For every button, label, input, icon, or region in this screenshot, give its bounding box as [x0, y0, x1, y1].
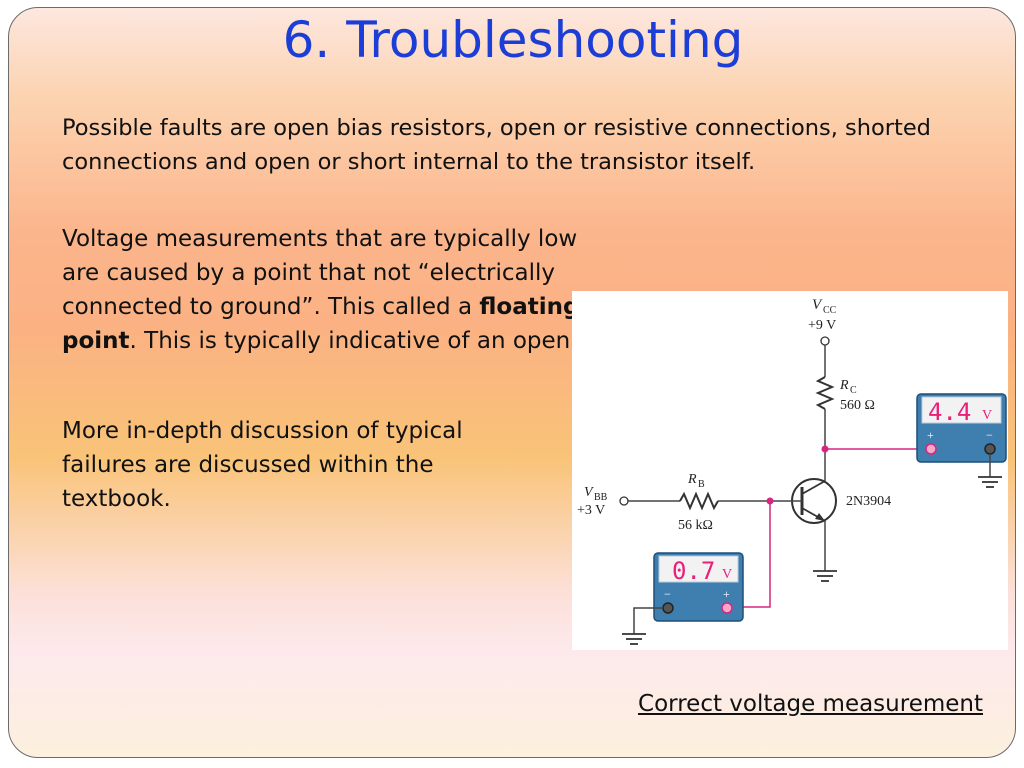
meter-collector-unit: V [982, 408, 992, 423]
meter-base-display [658, 555, 739, 583]
paragraph-floating-point: Voltage measurements that are typically … [62, 222, 582, 358]
circuit-figure: V CC +9 V R C 560 Ω 2N3904 [572, 291, 1008, 650]
rb-subscript: B [698, 479, 705, 490]
paragraph-textbook: More in-depth discussion of typical fail… [62, 418, 463, 512]
vbb-value: +3 V [577, 503, 605, 518]
meter-collector-ground-icon [978, 476, 1002, 488]
emitter-ground-icon [813, 570, 837, 582]
figure-caption[interactable]: Correct voltage measurement [638, 691, 983, 717]
circuit-diagram: V CC +9 V R C 560 Ω 2N3904 [577, 297, 1007, 645]
meter-collector-reading: 4.4 [928, 398, 971, 426]
vbb-terminal [619, 496, 629, 506]
meter-base: 0.7 V − + [653, 552, 744, 622]
meter-base-minus-jack [662, 602, 674, 614]
meter-collector-plus-jack [925, 443, 937, 455]
vbb-label: V [584, 485, 594, 500]
paragraph-faults: Possible faults are open bias resistors,… [62, 115, 931, 175]
meter-collector-minus-jack [984, 443, 996, 455]
rc-label: R [839, 378, 849, 393]
rb-label: R [687, 472, 697, 487]
paragraph-floating-text-1: Voltage measurements that are typically … [62, 226, 578, 320]
meter-base-plus: + [723, 587, 730, 601]
rc-resistor [815, 376, 835, 410]
vbb-subscript: BB [594, 492, 608, 503]
meter-base-unit: V [722, 567, 732, 582]
rb-value: 56 kΩ [678, 518, 713, 533]
slide-title: 6. Troubleshooting [282, 11, 744, 69]
transistor-label: 2N3904 [846, 494, 891, 509]
vcc-subscript: CC [823, 305, 837, 316]
paragraph-floating-text-2: . This is typically indicative of an ope… [129, 328, 578, 354]
rc-value: 560 Ω [840, 398, 875, 413]
floating-point-term: floating point [62, 294, 580, 354]
meter-collector-plus: + [927, 428, 934, 442]
vcc-terminal [820, 336, 830, 346]
emitter-arrow [815, 513, 825, 521]
meter-collector: 4.4 V + − [916, 393, 1007, 463]
meter-base-plus-jack [721, 602, 733, 614]
meter-collector-display [921, 396, 1002, 424]
rc-subscript: C [850, 385, 857, 396]
meter-base-ground-wire [633, 607, 663, 634]
rb-resistor [679, 491, 719, 511]
vcc-value: +9 V [808, 318, 836, 333]
transistor-collector-lead [801, 480, 826, 495]
meter-base-ground-icon [622, 633, 646, 645]
slide: 6. Troubleshooting Possible faults are o… [8, 7, 1016, 758]
meter-base-minus: − [664, 587, 671, 601]
meter-collector-minus: − [986, 428, 993, 442]
meter-base-reading: 0.7 [672, 557, 715, 585]
vcc-label: V [812, 297, 823, 313]
